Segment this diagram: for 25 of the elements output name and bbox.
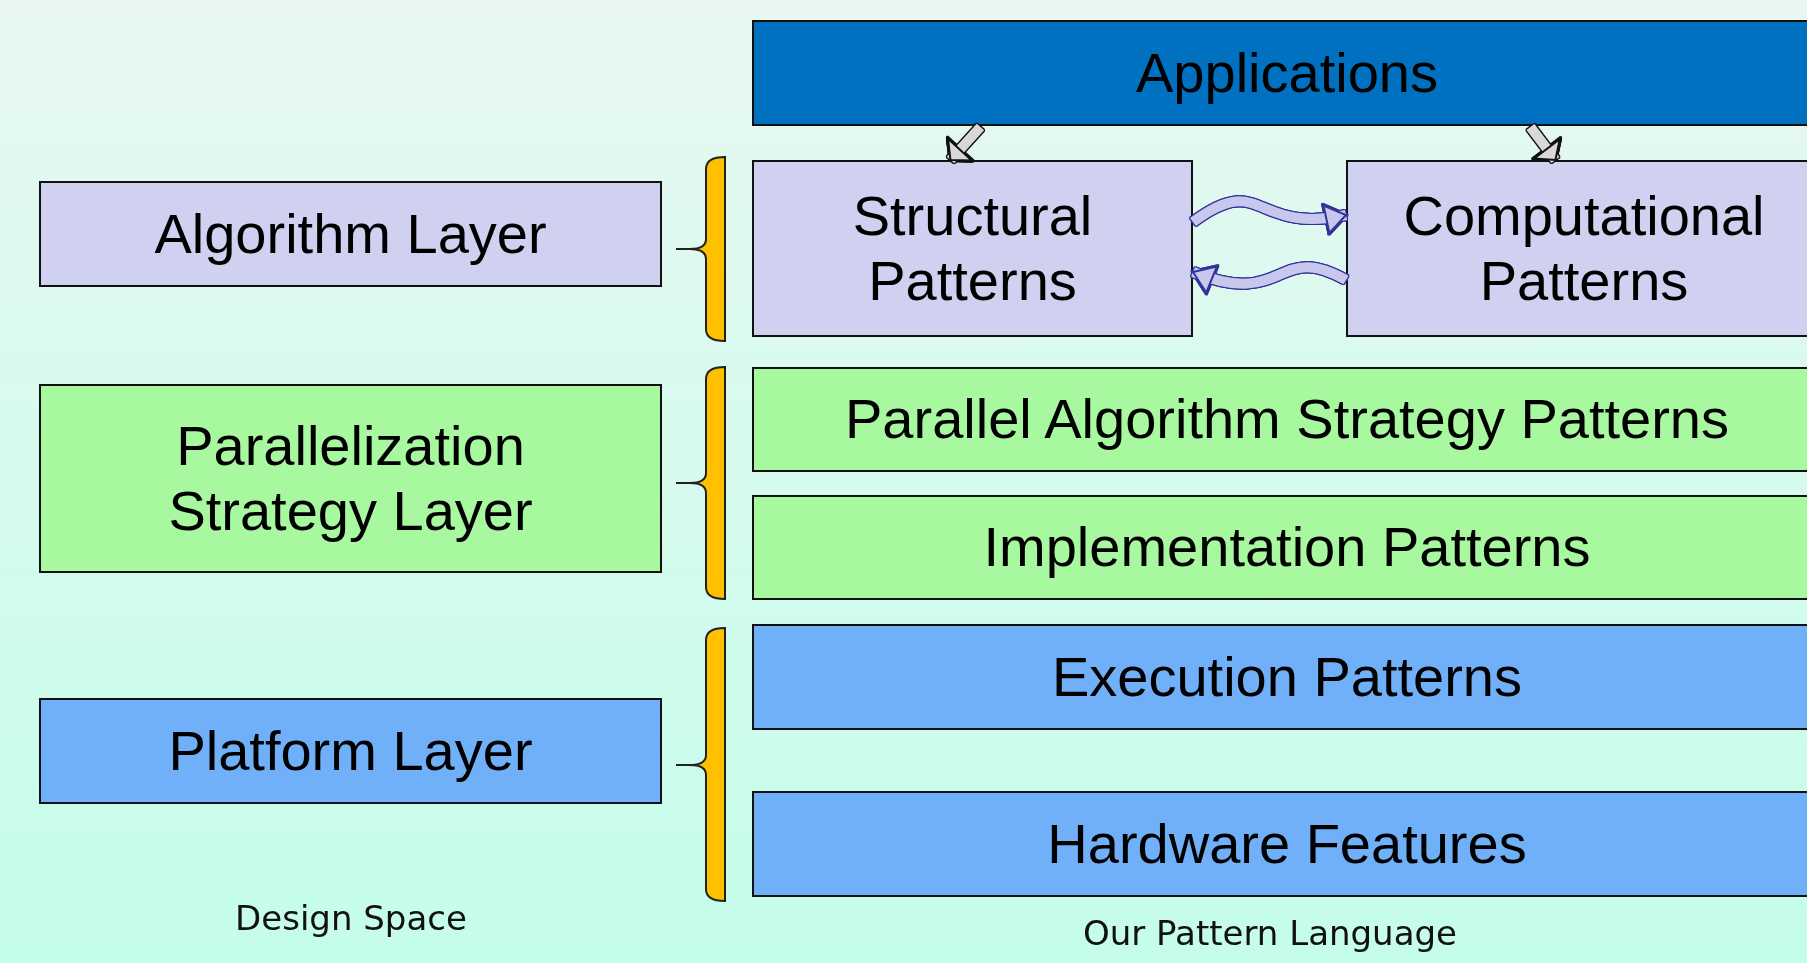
box-label: Structural Patterns [852,184,1093,312]
box-label: Computational Patterns [1403,184,1765,312]
pattern-box [752,367,1807,472]
layer-box [39,181,662,287]
box-label: Hardware Features [1047,811,1527,875]
pattern-box [752,160,1193,337]
caption-text: Our Pattern Language [1083,913,1457,953]
applications-bar [752,20,1807,126]
curly-brace [675,366,726,600]
curly-brace [675,156,726,342]
box-label: Parallelization Strategy Layer [168,414,533,542]
box-label: Algorithm Layer [154,201,547,265]
box-label: Implementation Patterns [983,515,1591,579]
curly-brace [675,627,726,902]
layer-box [39,698,662,804]
box-label: Applications [1136,40,1438,104]
pattern-box [752,624,1807,730]
pattern-box [752,495,1807,600]
caption-text: Design Space [235,898,467,938]
box-label: Execution Patterns [1051,644,1522,708]
box-label: Platform Layer [168,718,533,782]
pattern-box [1346,160,1807,337]
pattern-box [752,791,1807,897]
layer-box [39,384,662,573]
box-label: Parallel Algorithm Strategy Patterns [845,387,1729,451]
